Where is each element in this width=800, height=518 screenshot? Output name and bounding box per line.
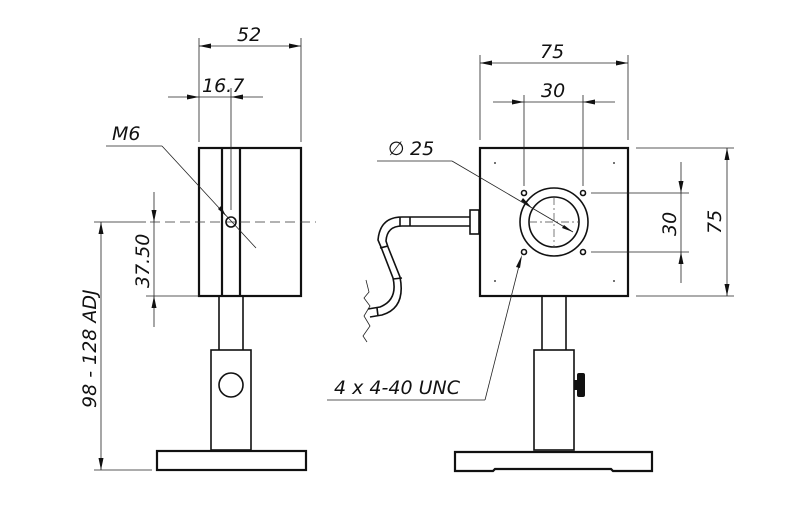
dim-16-7: 16.7 xyxy=(202,75,244,97)
mount-hole-tl xyxy=(520,189,528,197)
front-base xyxy=(453,450,654,473)
cable xyxy=(362,216,470,343)
front-view: 75 30 30 75 ∅ 25 4 x 4-40 UNC xyxy=(327,41,734,473)
aperture-outer-ring xyxy=(519,187,589,257)
dim-75-height: 75 xyxy=(704,210,726,234)
dim-30-horizontal: 30 xyxy=(541,80,565,102)
cable-connector xyxy=(469,209,480,235)
side-base xyxy=(155,449,308,472)
front-body xyxy=(478,146,630,298)
dim-aperture-symbol: ∅ xyxy=(388,138,405,160)
mount-hole-bl xyxy=(520,248,528,256)
mount-hole-br xyxy=(579,248,587,256)
dim-52: 52 xyxy=(237,24,261,46)
dim-98-128-adj: 98 - 128 ADJ xyxy=(79,289,101,408)
mount-hole-tr xyxy=(579,189,587,197)
label-m6: M6 xyxy=(112,123,140,145)
side-view: 52 16.7 M6 37.50 98 - 128 ADJ xyxy=(79,24,316,472)
dim-30-vertical: 30 xyxy=(659,212,681,236)
front-post-holder xyxy=(533,349,575,451)
side-thumbscrew xyxy=(218,372,244,398)
front-thumbscrew xyxy=(577,373,585,397)
dim-37-50: 37.50 xyxy=(132,234,154,288)
dim-75-width: 75 xyxy=(540,41,564,63)
label-4x-4-40-unc: 4 x 4-40 UNC xyxy=(334,377,461,399)
side-post-holder xyxy=(210,349,252,451)
dim-aperture-25: 25 xyxy=(410,138,434,160)
